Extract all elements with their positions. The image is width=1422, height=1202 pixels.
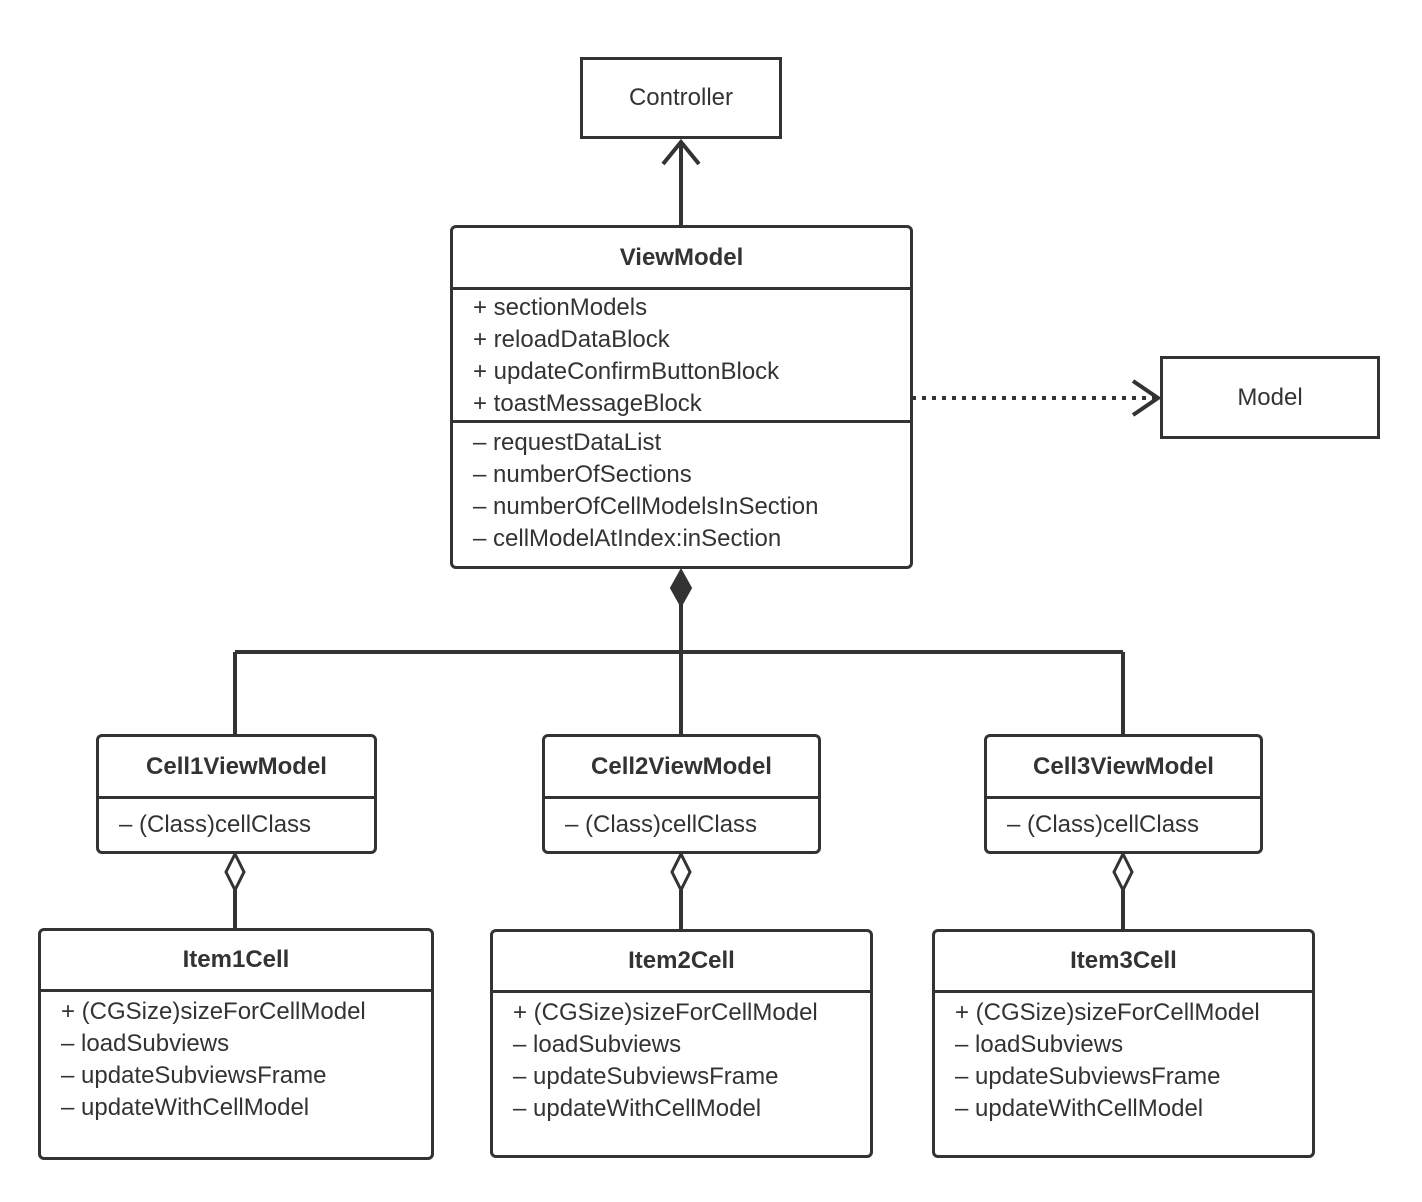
viewmodel-operation: – cellModelAtIndex:inSection bbox=[473, 525, 782, 552]
viewmodel-attribute: + sectionModels bbox=[473, 294, 648, 321]
model-box: Model bbox=[1160, 356, 1380, 439]
item1cell-member: + (CGSize)sizeForCellModel bbox=[61, 998, 366, 1025]
item3cell-members-section: + (CGSize)sizeForCellModel – loadSubview… bbox=[935, 990, 1312, 1125]
open-arrowhead-controller bbox=[661, 138, 701, 166]
viewmodel-class-name: ViewModel bbox=[619, 243, 744, 271]
controller-label: Controller bbox=[628, 84, 734, 111]
viewmodel-operation: – numberOfSections bbox=[473, 461, 692, 488]
item3cell-member: – updateSubviewsFrame bbox=[955, 1063, 1221, 1090]
cell3viewmodel-class-name: Cell3ViewModel bbox=[1033, 752, 1214, 780]
cell1viewmodel-members-section: – (Class)cellClass bbox=[99, 796, 374, 841]
controller-box: Controller bbox=[580, 57, 782, 139]
item1cell-class-name: Item1Cell bbox=[182, 946, 290, 973]
item3cell-member: + (CGSize)sizeForCellModel bbox=[955, 999, 1260, 1026]
model-label: Model bbox=[1237, 383, 1303, 411]
item1cell-member: – updateSubviewsFrame bbox=[61, 1062, 327, 1089]
item3cell-class-name: Item3Cell bbox=[1070, 947, 1177, 974]
item2cell-member: + (CGSize)sizeForCellModel bbox=[513, 999, 818, 1026]
cell3viewmodel-member: – (Class)cellClass bbox=[1007, 811, 1200, 838]
item1cell-class-box: Item1Cell + (CGSize)sizeForCellModel – l… bbox=[38, 928, 434, 1160]
item3cell-member: – loadSubviews bbox=[955, 1031, 1124, 1058]
viewmodel-operation: – requestDataList bbox=[473, 429, 662, 456]
viewmodel-operations-section: – requestDataList – numberOfSections – n… bbox=[453, 420, 910, 555]
cell1viewmodel-class-box: Cell1ViewModel – (Class)cellClass bbox=[96, 734, 377, 854]
item1cell-members-section: + (CGSize)sizeForCellModel – loadSubview… bbox=[41, 989, 431, 1124]
item2cell-member: – updateWithCellModel bbox=[513, 1095, 762, 1122]
cell1viewmodel-member: – (Class)cellClass bbox=[119, 811, 312, 838]
item2cell-member: – updateSubviewsFrame bbox=[513, 1063, 779, 1090]
item2cell-class-box: Item2Cell + (CGSize)sizeForCellModel – l… bbox=[490, 929, 873, 1158]
item1cell-member: – loadSubviews bbox=[61, 1030, 230, 1057]
composition-diamond bbox=[669, 567, 693, 609]
aggregation-diamond-item3 bbox=[1112, 850, 1134, 894]
viewmodel-attribute: + toastMessageBlock bbox=[473, 390, 702, 417]
item3cell-member: – updateWithCellModel bbox=[955, 1095, 1204, 1122]
item2cell-members-section: + (CGSize)sizeForCellModel – loadSubview… bbox=[493, 990, 870, 1125]
item2cell-class-name: Item2Cell bbox=[628, 947, 735, 974]
cell2viewmodel-member: – (Class)cellClass bbox=[565, 811, 758, 838]
cell3viewmodel-members-section: – (Class)cellClass bbox=[987, 796, 1260, 841]
cell2viewmodel-class-name: Cell2ViewModel bbox=[591, 752, 772, 780]
viewmodel-operation: – numberOfCellModelsInSection bbox=[473, 493, 819, 520]
aggregation-diamond-item2 bbox=[670, 850, 692, 894]
cell3viewmodel-class-box: Cell3ViewModel – (Class)cellClass bbox=[984, 734, 1263, 854]
viewmodel-attribute: + updateConfirmButtonBlock bbox=[473, 358, 780, 385]
cell1viewmodel-class-name: Cell1ViewModel bbox=[146, 752, 327, 780]
aggregation-diamond-item1 bbox=[224, 850, 246, 894]
open-arrowhead-model bbox=[1131, 379, 1162, 417]
cell2viewmodel-class-box: Cell2ViewModel – (Class)cellClass bbox=[542, 734, 821, 854]
item3cell-class-box: Item3Cell + (CGSize)sizeForCellModel – l… bbox=[932, 929, 1315, 1158]
viewmodel-attributes-section: + sectionModels + reloadDataBlock + upda… bbox=[453, 287, 910, 420]
item2cell-member: – loadSubviews bbox=[513, 1031, 682, 1058]
viewmodel-class-box: ViewModel + sectionModels + reloadDataBl… bbox=[450, 225, 913, 569]
cell2viewmodel-members-section: – (Class)cellClass bbox=[545, 796, 818, 841]
viewmodel-attribute: + reloadDataBlock bbox=[473, 326, 670, 353]
item1cell-member: – updateWithCellModel bbox=[61, 1094, 310, 1121]
